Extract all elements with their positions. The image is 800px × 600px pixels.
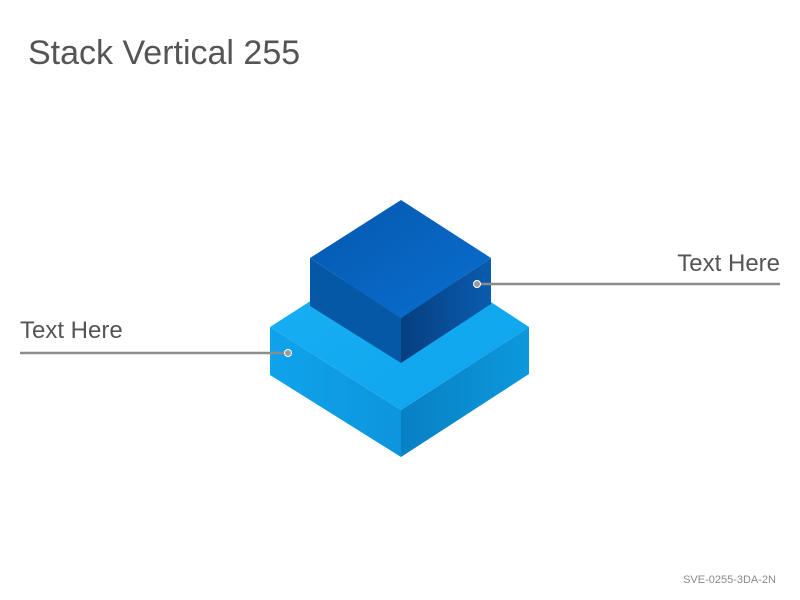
upper-callout-label: Text Here bbox=[677, 250, 780, 277]
footer-code: SVE-0255-3DA-2N bbox=[683, 574, 776, 586]
top-block-left-face bbox=[310, 258, 401, 363]
lower-connector bbox=[20, 349, 292, 357]
top-block bbox=[310, 200, 491, 363]
bottom-block-left-face bbox=[270, 327, 401, 457]
lower-callout-label: Text Here bbox=[20, 317, 123, 344]
top-block-top-face bbox=[310, 200, 491, 318]
bottom-block-right-face bbox=[401, 327, 529, 457]
upper-connector-dot bbox=[473, 280, 481, 288]
upper-connector bbox=[473, 280, 780, 288]
lower-connector-dot bbox=[284, 349, 292, 357]
slide-title: Stack Vertical 255 bbox=[28, 34, 301, 72]
top-block-right-face bbox=[401, 258, 491, 363]
